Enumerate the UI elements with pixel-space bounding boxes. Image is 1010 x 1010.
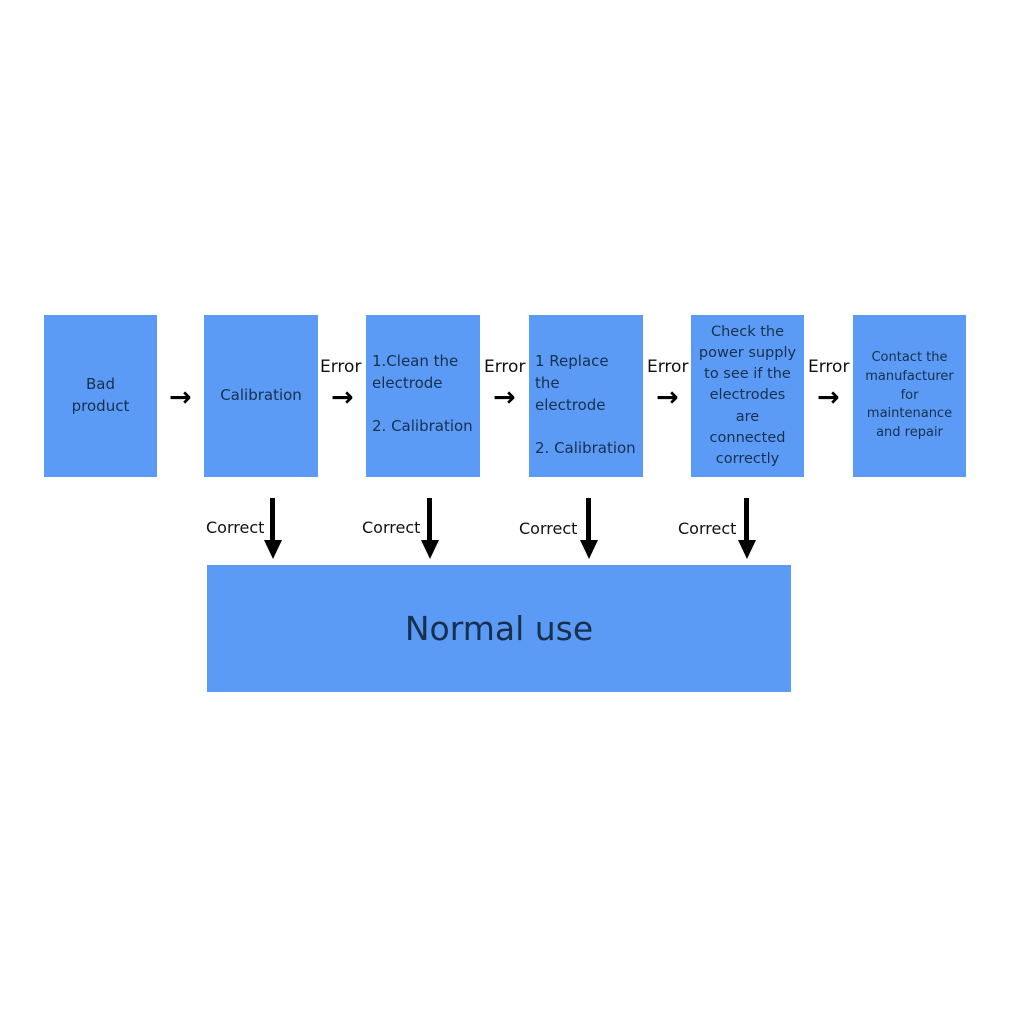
arrow-down-icon — [578, 498, 598, 560]
arrow-down-icon — [262, 498, 282, 560]
arrow-down-head — [264, 540, 282, 559]
edge-label-correct: Correct — [362, 518, 421, 537]
edge-label-error: Error — [320, 357, 362, 377]
node-normal-use[interactable]: Normal use — [207, 565, 791, 692]
arrow-down-head — [421, 540, 439, 559]
edge-label-error: Error — [808, 357, 850, 377]
arrow-down-shaft — [427, 498, 432, 544]
node-clean-electrode-label: 1.Clean the electrode 2. Calibration — [372, 352, 473, 436]
arrow-down-head — [580, 540, 598, 559]
edge-label-error: Error — [484, 357, 526, 377]
arrow-down-icon — [736, 498, 756, 560]
node-contact-manufacturer-label: Contact the manufacturer for maintenance… — [865, 349, 954, 441]
node-check-power-supply[interactable]: Check the power supply to see if the ele… — [691, 315, 804, 477]
arrow-down-shaft — [270, 498, 275, 544]
arrow-right-icon: → — [656, 382, 679, 413]
node-replace-electrode[interactable]: 1 Replace the electrode 2. Calibration — [529, 315, 643, 477]
node-clean-electrode[interactable]: 1.Clean the electrode 2. Calibration — [366, 315, 480, 477]
arrow-right-icon: → — [331, 382, 354, 413]
edge-label-correct: Correct — [519, 519, 578, 538]
arrow-right-icon: → — [817, 382, 840, 413]
arrow-down-icon — [419, 498, 439, 560]
node-check-power-supply-label: Check the power supply to see if the ele… — [698, 324, 797, 467]
edge-label-correct: Correct — [678, 519, 737, 538]
arrow-right-icon: → — [169, 382, 192, 413]
edge-label-correct: Correct — [206, 518, 265, 537]
node-replace-electrode-label: 1 Replace the electrode 2. Calibration — [535, 352, 636, 457]
arrow-down-shaft — [586, 498, 591, 544]
node-normal-use-label: Normal use — [404, 609, 594, 648]
arrow-down-head — [738, 540, 756, 559]
node-bad-product[interactable]: Bad product — [44, 315, 157, 477]
node-contact-manufacturer[interactable]: Contact the manufacturer for maintenance… — [853, 315, 966, 477]
node-calibration[interactable]: Calibration — [204, 315, 318, 477]
node-bad-product-label: Bad product — [71, 375, 130, 415]
arrow-right-icon: → — [493, 382, 516, 413]
arrow-down-shaft — [744, 498, 749, 544]
edge-label-error: Error — [647, 357, 689, 377]
node-calibration-label: Calibration — [220, 386, 302, 405]
